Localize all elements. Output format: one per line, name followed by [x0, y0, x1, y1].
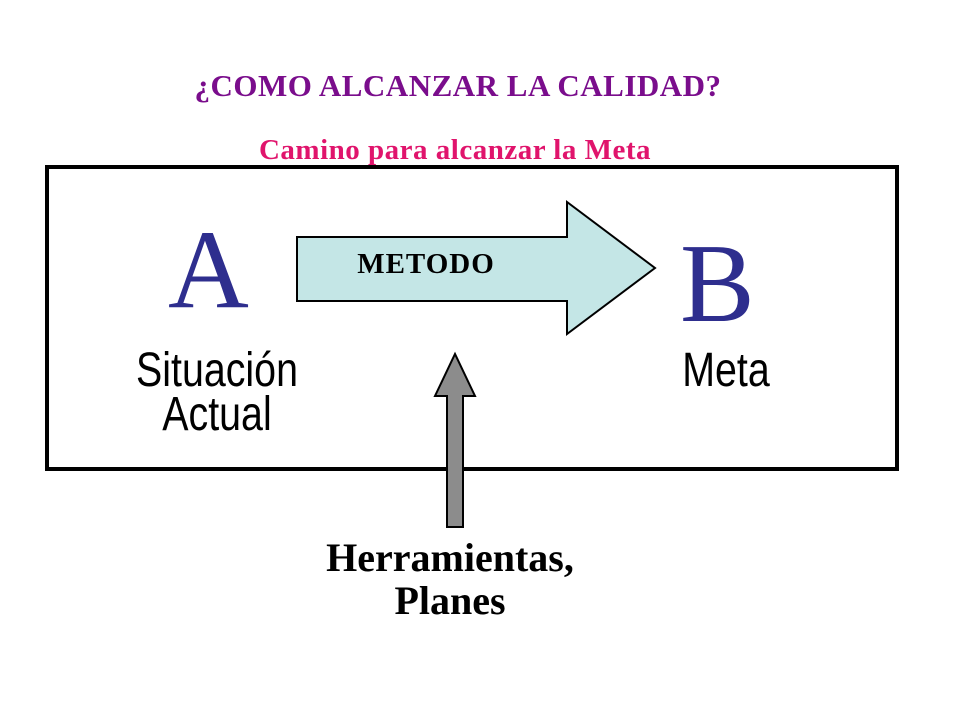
goal-label: Meta [682, 344, 770, 397]
process-frame [45, 165, 899, 471]
goal-letter: B [680, 222, 755, 346]
start-letter: A [168, 208, 249, 332]
slide-title: ¿COMO ALCANZAR LA CALIDAD? [194, 68, 722, 103]
tools-arrow [433, 351, 477, 528]
method-arrow [296, 200, 657, 336]
method-label: METODO [357, 248, 495, 280]
tools-label: Herramientas,Planes [326, 535, 574, 623]
slide-subtitle: Camino para alcanzar la Meta [258, 134, 652, 166]
